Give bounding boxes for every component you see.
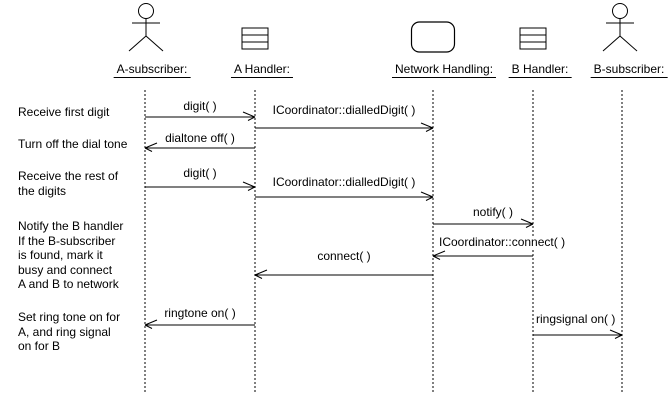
message-label: notify( ) <box>471 205 515 219</box>
arrowhead-upper-barb <box>242 111 256 118</box>
stick-figure-icon-b-subscriber <box>602 3 638 52</box>
message-arrow-5 <box>433 218 534 228</box>
annotation-line: is found, mark it <box>18 248 103 262</box>
message-arrow-7 <box>254 269 433 279</box>
message-label: ringsignal on( ) <box>535 312 617 326</box>
rounded-box-outline <box>410 21 456 53</box>
left-leg-line <box>602 35 621 52</box>
arrowhead-lower-barb <box>144 147 153 152</box>
arrowhead-lower-barb <box>432 255 441 260</box>
right-leg-line <box>145 35 164 52</box>
message-label: connect( ) <box>316 249 372 263</box>
message-arrow-4 <box>255 191 434 201</box>
arrowhead-upper-barb <box>420 191 434 198</box>
left-leg-line <box>128 35 147 52</box>
arrowhead-lower-barb <box>614 334 623 339</box>
object-box-icon-b-handler <box>519 27 547 50</box>
message-label: digit( ) <box>182 99 218 113</box>
annotation-line: Receive first digit <box>18 105 110 119</box>
message-label: ICoordinator::dialledDigit( ) <box>271 103 417 117</box>
arrowhead-lower-barb <box>425 127 434 132</box>
arrowhead-lower-barb <box>254 274 263 279</box>
message-arrow-3 <box>145 181 256 191</box>
arrowhead-lower-barb <box>247 186 256 191</box>
annotation-line: on for B <box>18 339 61 353</box>
head-circle <box>138 3 154 19</box>
actor-label-a-subscriber: A-subscriber: <box>113 63 191 78</box>
message-arrow-6 <box>432 250 533 260</box>
right-leg-line <box>619 35 638 52</box>
arrowhead-upper-barb <box>242 181 256 188</box>
message-label: ICoordinator::dialledDigit( ) <box>271 175 417 189</box>
arrowhead-lower-barb <box>525 223 534 228</box>
arrowhead-upper-barb <box>609 329 623 336</box>
arrowhead-lower-barb <box>144 324 153 329</box>
arrowhead-lower-barb <box>247 116 256 121</box>
annotation-line: busy and connect <box>18 262 113 277</box>
message-label: ringtone on( ) <box>163 306 237 320</box>
annotation-line: Notify the B handler <box>18 219 124 233</box>
message-arrow-0 <box>145 111 256 121</box>
message-label: ICoordinator::connect( ) <box>438 235 567 249</box>
rounded-box-icon-network-handling <box>410 21 456 53</box>
annotation-line: the digits <box>18 183 67 198</box>
message-label: digit( ) <box>182 166 218 180</box>
object-box-outline <box>519 27 547 50</box>
arrowhead-lower-barb <box>425 196 434 201</box>
arrowhead-upper-barb <box>254 269 268 276</box>
annotation-line: A and B to network <box>18 277 119 291</box>
arrowhead-upper-barb <box>144 142 158 149</box>
arrowhead-upper-barb <box>520 218 534 225</box>
actor-label-network-handling: Network Handling: <box>391 63 497 78</box>
message-arrow-1 <box>255 122 434 132</box>
head-circle <box>612 3 628 19</box>
object-box-outline <box>241 27 269 50</box>
arrowhead-upper-barb <box>144 319 158 326</box>
message-label: dialtone off( ) <box>164 131 236 145</box>
arrowhead-upper-barb <box>420 122 434 129</box>
annotation-line: Receive the rest of <box>18 169 119 183</box>
message-arrow-8 <box>144 319 255 329</box>
annotation-line: A, and ring signal <box>18 324 111 339</box>
annotation-line: Set ring tone on for <box>18 310 121 324</box>
annotation-line: If the B-subscriber <box>18 233 116 248</box>
actor-label-a-handler: A Handler: <box>230 63 294 78</box>
stick-figure-icon-a-subscriber <box>128 3 164 52</box>
actor-label-b-subscriber: B-subscriber: <box>590 63 668 78</box>
object-box-icon-a-handler <box>241 27 269 50</box>
arrowhead-upper-barb <box>432 250 446 257</box>
actor-label-b-handler: B Handler: <box>508 63 572 78</box>
message-arrow-9 <box>533 329 623 339</box>
message-arrow-2 <box>144 142 255 152</box>
annotation-line: Turn off the dial tone <box>18 137 128 151</box>
